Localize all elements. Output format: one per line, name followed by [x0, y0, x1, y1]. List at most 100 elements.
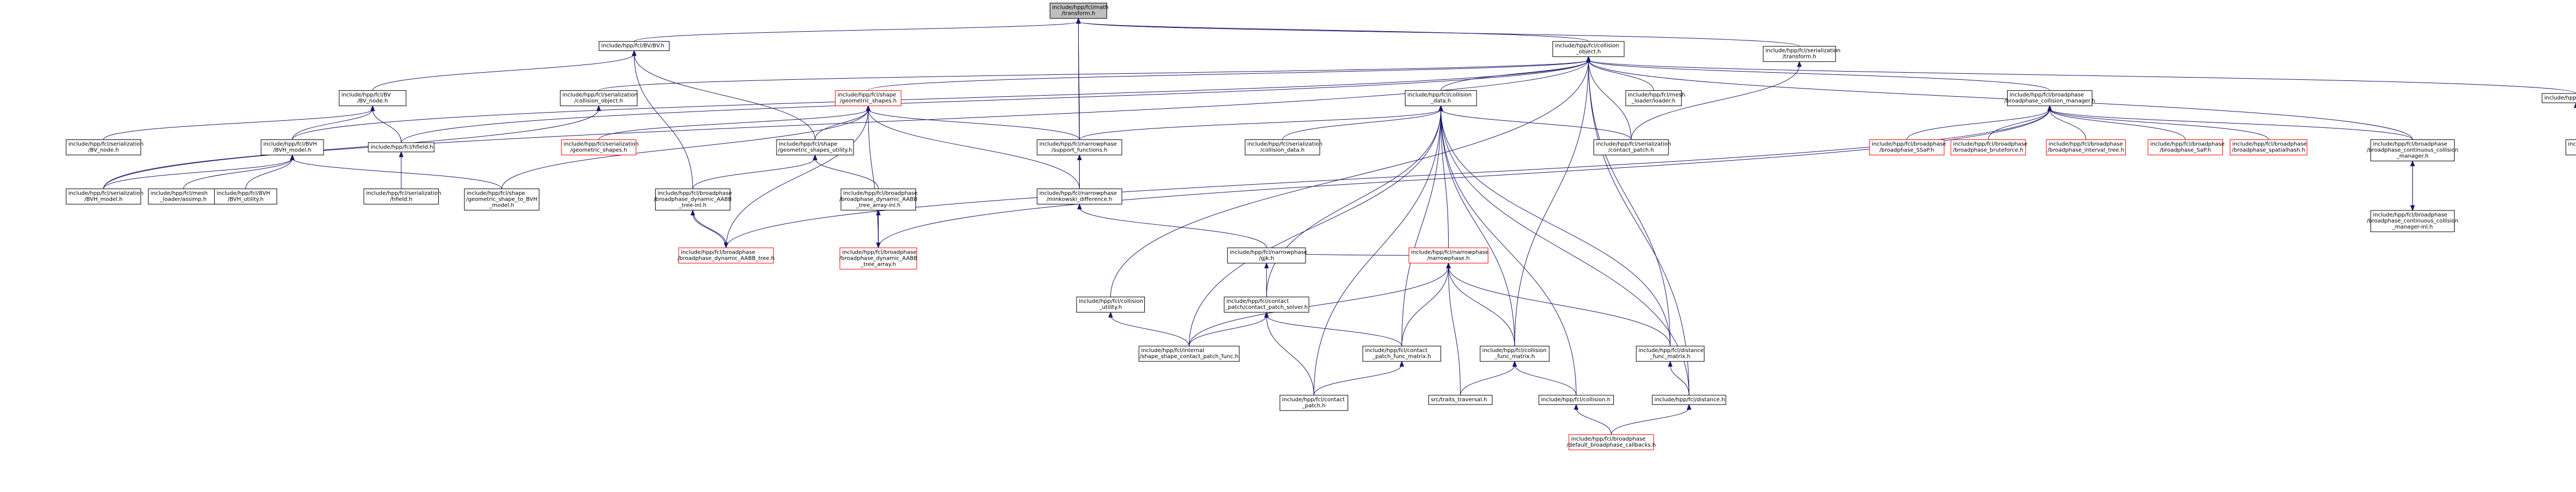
node-contact-patch[interactable]: include/hpp/fcl/contact_patch.h	[1279, 395, 1349, 411]
node-label-line: include/hpp/fcl/shape	[779, 142, 837, 148]
node-narrowphase[interactable]: include/hpp/fcl/narrowphase/narrowphase.…	[1408, 247, 1489, 263]
node-bp-continuous-manager-inl[interactable]: include/hpp/fcl/broadphase/broadphase_co…	[2367, 210, 2459, 232]
node-contact-patch-func-matrix[interactable]: include/hpp/fcl/contact_patch_func_matri…	[1362, 345, 1442, 362]
node-ser-collision-data[interactable]: include/hpp/fcl/serialization/collision_…	[1244, 139, 1322, 156]
node-box	[1869, 139, 1945, 156]
edge-geometric-shapes-utility-to-bp-dyn-aabb-tree-array-inl	[813, 154, 879, 189]
edge-contact-patch-solver-to-contact-patch-func-matrix	[1264, 311, 1402, 347]
node-ser-geometric-shapes[interactable]: include/hpp/fcl/serialization/geometric_…	[561, 139, 639, 156]
node-label-line: /shape_shape_contact_patch_func.h	[1140, 354, 1239, 360]
edge-collision-object-to-geometric-shapes	[868, 56, 1591, 91]
node-bp-dyn-aabb-tree-array-inl[interactable]: include/hpp/fcl/broadphase/broadphase_dy…	[839, 188, 918, 210]
node-default-bp-callbacks[interactable]: include/hpp/fcl/broadphase/default_broad…	[1567, 434, 1656, 450]
node-ser-collision-object[interactable]: include/hpp/fcl/serialization/collision_…	[560, 90, 638, 107]
node-bv-node[interactable]: include/hpp/fcl/BV/BV_node.h	[339, 90, 407, 107]
node-shape-to-bvh[interactable]: include/hpp/fcl/shape/geometric_shape_to…	[464, 188, 540, 210]
edge-line	[1401, 266, 1449, 347]
node-collision-object[interactable]: include/hpp/fcl/collision_object.h	[1552, 41, 1625, 57]
node-bp-dyn-aabb-tree-array[interactable]: include/hpp/fcl/broadphase/broadphase_dy…	[839, 247, 918, 270]
node-bvh-model[interactable]: include/hpp/fcl/BVH/BVH_model.h	[261, 139, 324, 156]
edge-arrowhead	[813, 154, 818, 161]
node-bp-dyn-aabb-tree[interactable]: include/hpp/fcl/broadphase/broadphase_dy…	[678, 247, 774, 263]
node-collision-data[interactable]: include/hpp/fcl/collision_data.h	[1404, 90, 1477, 107]
node-geometric-shapes[interactable]: include/hpp/fcl/shape/geometric_shapes.h	[835, 90, 902, 107]
node-bp-continuous-manager[interactable]: include/hpp/fcl/broadphase/broadphase_co…	[2367, 139, 2459, 162]
edge-arrowhead	[1264, 311, 1269, 318]
node-label-line: /default_broadphase_callbacks.h	[1567, 442, 1656, 448]
node-box	[1224, 296, 1309, 313]
node-mesh-loader-assimp[interactable]: include/hpp/fcl/mesh_loader/assimp.h	[148, 188, 219, 204]
node-bp-interval-tree[interactable]: include/hpp/fcl/broadphase/broadphase_in…	[2046, 139, 2126, 156]
node-bp-bruteforce[interactable]: include/hpp/fcl/broadphase/broadphase_br…	[1950, 139, 2027, 156]
node-transform[interactable]: include/hpp/fcl/math/transform.h	[1049, 3, 1109, 19]
edge-line	[1266, 109, 1442, 297]
node-bvh-utility[interactable]: include/hpp/fcl/BVH/BVH_utility.h	[214, 188, 278, 204]
node-bp-sap[interactable]: include/hpp/fcl/broadphase/broadphase_Sa…	[2148, 139, 2225, 156]
node-ser-hfield[interactable]: include/hpp/fcl/serialization/hfield.h	[363, 188, 442, 204]
node-label-line: _tree_array-inl.h	[856, 202, 901, 208]
node-collision[interactable]: include/hpp/fcl/collision.h	[1538, 395, 1614, 405]
edge-bv-to-bv-node	[372, 50, 637, 91]
node-box	[2046, 139, 2126, 156]
node-broadphase-collision-manager[interactable]: include/hpp/fcl/broadphase/broadphase_co…	[2004, 90, 2095, 107]
node-bv[interactable]: include/hpp/fcl/BV/BV.h	[598, 41, 670, 51]
node-octree[interactable]: include/hpp/fcl/octree.h	[2542, 93, 2576, 103]
node-box	[598, 41, 670, 51]
node-geometric-shapes-utility[interactable]: include/hpp/fcl/shape/geometric_shapes_u…	[776, 139, 854, 156]
node-contact-patch-solver[interactable]: include/hpp/fcl/contact_patch/contact_pa…	[1224, 296, 1309, 313]
node-label-line: _manager-inl.h	[2392, 224, 2433, 230]
node-hfield[interactable]: include/hpp/fcl/hfield.h	[368, 142, 434, 153]
edge-line	[692, 210, 727, 245]
node-label-line: /narrowphase.h	[1427, 255, 1470, 261]
node-bp-spatialhash[interactable]: include/hpp/fcl/broadphase/broadphase_sp…	[2230, 139, 2308, 156]
edge-line	[1440, 109, 1632, 140]
node-gjk[interactable]: include/hpp/fcl/narrowphase/gjk.h	[1227, 247, 1307, 263]
node-collision-func-matrix[interactable]: include/hpp/fcl/collision_func_matrix.h	[1480, 345, 1550, 362]
node-traits-traversal[interactable]: src/traits_traversal.h	[1428, 395, 1493, 405]
node-label-line: /BV_node.h	[88, 148, 119, 154]
node-box	[1362, 345, 1442, 362]
node-label-line: include/hpp/fcl/serialization	[562, 92, 638, 98]
edge-geometric-shapes-to-bp-dyn-aabb-tree-array	[866, 105, 879, 248]
node-label-line: include/hpp/fcl/distance	[1638, 348, 1704, 354]
node-shape-shape-func[interactable]: include/hpp/fcl/internal/shape_shape_con…	[1138, 345, 1240, 362]
node-mesh-loader[interactable]: include/hpp/fcl/mesh_loader/loader.h	[1625, 90, 1685, 107]
edge-collision-to-default-bp-callbacks	[1574, 403, 1612, 435]
node-label-line: include/hpp/fcl/broadphase	[2049, 142, 2123, 148]
node-bp-ssap[interactable]: include/hpp/fcl/broadphase/broadphase_SS…	[1869, 139, 1946, 156]
edge-bp-dyn-aabb-tree-inl-to-bp-dyn-aabb-tree	[690, 209, 727, 248]
node-label-line: _func_matrix.h	[1650, 354, 1691, 360]
node-label-line: _utility.h	[1099, 304, 1122, 311]
node-ser-bv-node[interactable]: include/hpp/fcl/serialization/BV_node.h	[66, 139, 144, 156]
node-ser-contact-patch[interactable]: include/hpp/fcl/serialization/contact_pa…	[1593, 139, 1672, 156]
edge-line	[183, 158, 293, 189]
edge-line	[1448, 266, 1671, 347]
node-box	[2370, 139, 2455, 162]
node-label-line: include/hpp/fcl/narrowphase	[1411, 249, 1489, 255]
node-label-line: /broadphase_spatialhash.h	[2232, 148, 2305, 154]
edge-line	[1448, 266, 1515, 347]
edge-support-functions-to-minkowski-difference	[1077, 154, 1082, 189]
node-ser-transform[interactable]: include/hpp/fcl/serialization/transform.…	[1762, 46, 1840, 62]
edge-line	[372, 109, 402, 143]
edge-arrowhead	[1264, 262, 1269, 268]
edge-arrowhead	[290, 154, 295, 161]
node-label-line: include/hpp/fcl/broadphase	[2373, 212, 2447, 218]
node-box	[1636, 345, 1705, 362]
node-label-line: /transform.h	[1783, 54, 1816, 60]
node-ser-octree[interactable]: include/hpp/fcl/serialization/octree.h	[2565, 139, 2576, 156]
node-distance-func-matrix[interactable]: include/hpp/fcl/distance_func_matrix.h	[1636, 345, 1705, 362]
node-bp-dyn-aabb-tree-inl[interactable]: include/hpp/fcl/broadphase/broadphase_dy…	[654, 188, 732, 210]
edge-line	[868, 109, 1080, 189]
node-ser-bvh-model[interactable]: include/hpp/fcl/serialization/BVH_model.…	[66, 188, 144, 204]
node-distance[interactable]: include/hpp/fcl/distance.h	[1652, 395, 1726, 405]
node-label-line: include/hpp/fcl/broadphase	[657, 190, 732, 196]
node-box	[66, 139, 142, 156]
node-box	[2542, 93, 2576, 103]
edge-collision-object-to-collision-utility	[1110, 56, 1591, 297]
node-minkowski-difference[interactable]: include/hpp/fcl/narrowphase/minkowski_di…	[1037, 188, 1122, 204]
node-support-functions[interactable]: include/hpp/fcl/narrowphase/support_func…	[1037, 139, 1122, 156]
node-label-line: _data.h	[1430, 98, 1451, 104]
edge-geometric-shapes-utility-to-bp-dyn-aabb-tree-inl	[692, 154, 818, 189]
node-collision-utility[interactable]: include/hpp/fcl/collision_utility.h	[1076, 296, 1145, 313]
